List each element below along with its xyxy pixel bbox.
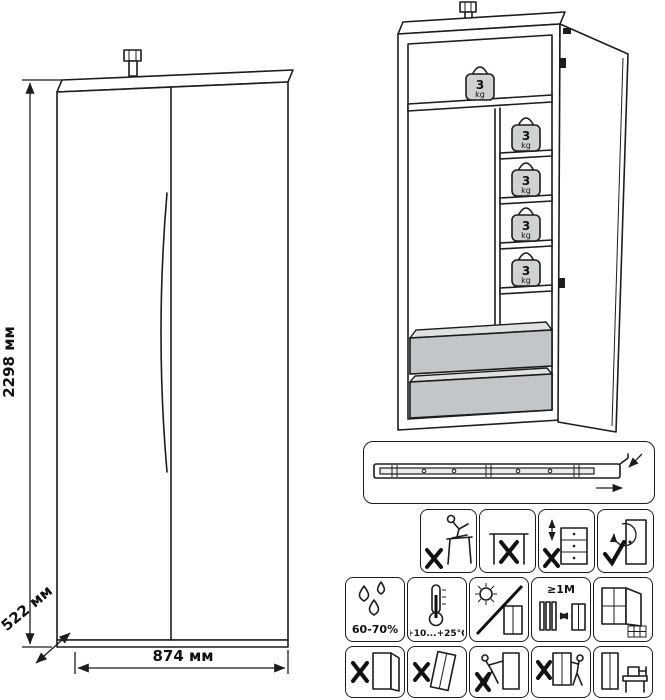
- weight-unit: kg: [475, 90, 485, 99]
- thermometer-icon: +10...+25°C: [410, 583, 464, 639]
- icon-cell-door-adjustment-ok: [597, 509, 654, 573]
- wardrobe-body: [56, 81, 289, 641]
- drawer: [408, 367, 554, 419]
- hinge-icon: [558, 278, 565, 288]
- vertical-divider: [494, 107, 501, 336]
- icon-cell-no-direct-sunlight: [469, 577, 529, 642]
- shelf-weight-icon: 3 kg: [511, 162, 541, 197]
- door-handle: [160, 192, 168, 473]
- icon-cell-no-tilting: [407, 646, 467, 698]
- weight-unit: kg: [521, 276, 531, 285]
- depth-dimension-label: 522 мм: [0, 582, 56, 635]
- height-dimension: 2298 мм: [0, 79, 62, 648]
- weight-value: 3: [476, 78, 484, 92]
- rail-ticks: [391, 464, 580, 477]
- weight-value: 3: [522, 219, 530, 233]
- hinge-icon: [559, 58, 566, 68]
- no-tilting-icon: [413, 650, 457, 692]
- no-dragging-icon: [475, 652, 520, 692]
- mesh-grid-icon: [627, 625, 647, 637]
- no-single-person-carry-icon: [536, 652, 584, 686]
- weight-unit: kg: [521, 186, 531, 195]
- drawer: [408, 321, 554, 375]
- humidity-label: 60-70%: [352, 623, 398, 636]
- weight-value: 3: [522, 129, 530, 143]
- shelf-weight-icon: 3 kg: [465, 66, 495, 101]
- slash-icon: [475, 584, 524, 635]
- shelf-weight-icon: 3 kg: [511, 207, 541, 242]
- icon-cell-humidity: 60-70%: [345, 577, 405, 642]
- drawer-slide-diagram: [363, 441, 655, 504]
- checkmark-icon: [602, 540, 626, 567]
- icon-cell-no-moving-loaded: [538, 509, 595, 573]
- height-dimension-label: 2298 мм: [0, 326, 18, 398]
- icon-cell-no-dragging: [469, 646, 529, 698]
- width-dimension: 874 мм: [74, 647, 289, 674]
- top-shelf: [407, 94, 553, 112]
- wall-bracket-icon: [123, 49, 142, 77]
- door-adjustment-check-icon: [602, 519, 647, 567]
- weight-value: 3: [522, 174, 530, 188]
- open-door: [557, 23, 629, 433]
- hinge-icon: [563, 28, 571, 34]
- no-standing-on-furniture-icon: [424, 514, 473, 569]
- ventilation-window-icon: [601, 586, 647, 637]
- temperature-label: +10...+25°C: [410, 629, 464, 639]
- wardrobe-base: [56, 639, 289, 648]
- no-moving-loaded-furniture-icon: [542, 519, 588, 568]
- rotate-arrow-icon: [609, 522, 637, 547]
- shelf-weight-icon: 3 kg: [511, 252, 541, 287]
- width-dimension-label: 874 мм: [152, 647, 213, 665]
- shelf-weight-icon: 3 kg: [511, 117, 541, 152]
- wardrobe-open-view: 3 kg 3 kg 3 kg 3 kg 3 kg: [397, 1, 629, 433]
- no-load-on-open-door-icon: [351, 652, 400, 692]
- icon-cell-no-single-person-carry: [531, 646, 591, 698]
- humidity-icon: 60-70%: [352, 580, 398, 636]
- icon-cell-distance-from-heat: ≥1M: [531, 577, 591, 642]
- icon-cell-no-standing: [420, 509, 477, 573]
- no-sunlight-icon: [475, 582, 524, 635]
- heat-distance-icon: ≥1M: [539, 583, 586, 631]
- drawer-slide-rail-icon: [373, 452, 643, 492]
- release-arrow: [628, 453, 643, 468]
- weight-unit: kg: [521, 231, 531, 240]
- icon-cell-temperature: +10...+25°C: [407, 577, 467, 642]
- inner-rail: [379, 466, 595, 475]
- icon-cell-workbench-assembly: [593, 646, 653, 698]
- wardrobe-front-view: 2298 мм 874 мм 522 мм: [0, 49, 294, 674]
- icon-cell-no-load-on-open-door: [345, 646, 405, 698]
- rail-end-hook: [619, 452, 629, 465]
- distance-label: ≥1M: [547, 583, 575, 596]
- weight-value: 3: [522, 264, 530, 278]
- workbench-vise-icon: [601, 652, 648, 693]
- icon-cell-no-climbing-table: [479, 509, 536, 573]
- no-climbing-under-table-icon: [488, 533, 529, 565]
- weight-unit: kg: [521, 141, 531, 150]
- icon-cell-ventilation: [593, 577, 653, 642]
